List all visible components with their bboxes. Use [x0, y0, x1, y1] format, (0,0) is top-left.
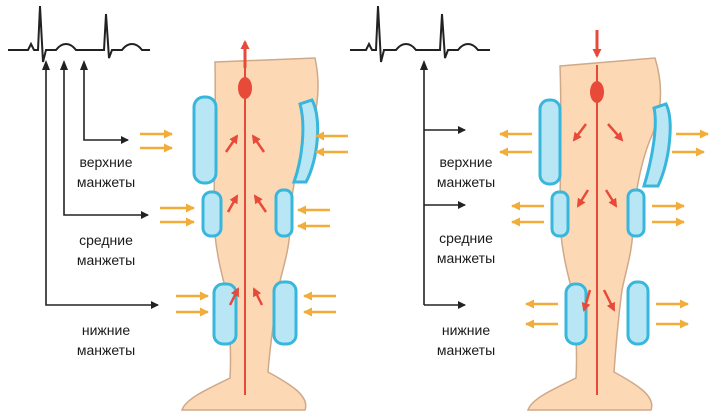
label-line-1: верхние — [79, 154, 133, 170]
left-panel — [8, 5, 348, 411]
ecg-trace-left — [8, 5, 150, 63]
label-line-2: манжеты — [436, 342, 496, 358]
flow-arrows-right — [572, 123, 624, 312]
label-line-2: манжеты — [76, 174, 136, 190]
lead-line-upper — [83, 70, 129, 144]
label-lower-cuffs-right: нижние манжеты — [428, 320, 504, 360]
right-panel — [350, 5, 709, 411]
ecg-pointer-arrow-3 — [80, 60, 88, 70]
label-line-1: нижние — [81, 322, 131, 338]
ecg-trace-right — [350, 5, 490, 63]
label-line-2: манжеты — [76, 252, 136, 268]
label-line-1: средние — [79, 232, 133, 248]
label-line-2: манжеты — [436, 250, 496, 266]
ecg-pointer-arrow-1 — [42, 60, 50, 70]
label-lower-cuffs-left: нижние манжеты — [68, 320, 144, 360]
label-middle-cuffs-right: средние манжеты — [428, 228, 504, 268]
label-upper-cuffs-left: верхние манжеты — [68, 152, 144, 192]
flow-arrows-left — [224, 134, 268, 306]
middle-cuffs-right — [550, 188, 646, 238]
lower-cuffs-right — [564, 280, 650, 346]
vessel-bulb-right — [590, 81, 604, 103]
label-line-1: верхние — [439, 154, 493, 170]
lower-cuffs-left — [212, 280, 298, 346]
label-middle-cuffs-left: средние манжеты — [68, 230, 144, 270]
upper-cuffs-left — [192, 95, 320, 185]
lead-line-lower — [45, 70, 159, 309]
air-arrows-right — [499, 129, 709, 329]
label-line-2: манжеты — [76, 342, 136, 358]
ecg-pointer-arrow-2 — [60, 60, 68, 70]
middle-cuffs-left — [201, 188, 294, 238]
lead-line-middle — [63, 70, 149, 219]
vessel-bulb-left — [238, 77, 252, 99]
ecg-pointer-arrow-right — [420, 60, 428, 70]
label-line-2: манжеты — [436, 174, 496, 190]
label-line-1: средние — [439, 230, 493, 246]
label-upper-cuffs-right: верхние манжеты — [428, 152, 504, 192]
air-arrows-left — [140, 129, 348, 317]
upper-cuffs-right — [538, 98, 672, 188]
label-line-1: нижние — [441, 322, 491, 338]
